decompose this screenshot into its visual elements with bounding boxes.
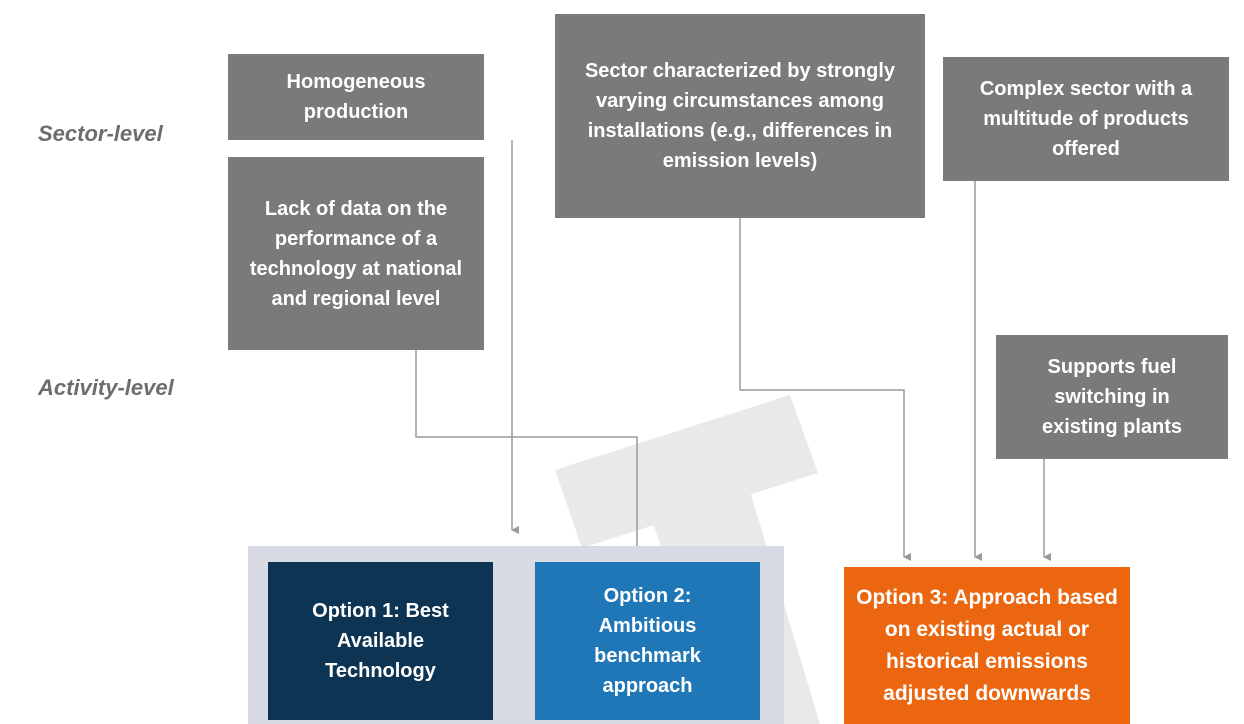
criterion-varying-text: Sector characterized by strongly varying… bbox=[584, 60, 896, 172]
criterion-fuel-switching-text: Supports fuel switching in existing plan… bbox=[1041, 356, 1183, 438]
criterion-complex-sector: Complex sector with a multitude of produ… bbox=[943, 57, 1229, 181]
criterion-varying-circumstances: Sector characterized by strongly varying… bbox=[555, 14, 925, 218]
criterion-lack-of-data: Lack of data on the performance of a tec… bbox=[228, 157, 484, 350]
sector-level-label: Sector-level bbox=[38, 121, 163, 146]
option-3-box: Option 3: Approach based on existing act… bbox=[844, 567, 1130, 724]
option-3-text: Option 3: Approach based on existing act… bbox=[856, 585, 1118, 705]
activity-level-label: Activity-level bbox=[38, 375, 174, 400]
option-1-box: Option 1: Best Available Technology bbox=[268, 562, 493, 720]
connector-lack-of-data-to-option-1-2 bbox=[415, 350, 638, 546]
criterion-fuel-switching: Supports fuel switching in existing plan… bbox=[996, 335, 1228, 459]
option-1-text: Option 1: Best Available Technology bbox=[312, 600, 449, 682]
criterion-homogeneous-text: Homogeneous production bbox=[286, 71, 426, 123]
option-2-text: Option 2: Ambitious benchmark approach bbox=[594, 585, 701, 697]
criterion-lack-of-data-text: Lack of data on the performance of a tec… bbox=[249, 197, 463, 310]
option-2-box: Option 2: Ambitious benchmark approach bbox=[535, 562, 760, 720]
criterion-complex-text: Complex sector with a multitude of produ… bbox=[979, 78, 1193, 160]
criterion-homogeneous-production: Homogeneous production bbox=[228, 54, 484, 140]
connector-varying-to-option-3 bbox=[739, 218, 911, 561]
